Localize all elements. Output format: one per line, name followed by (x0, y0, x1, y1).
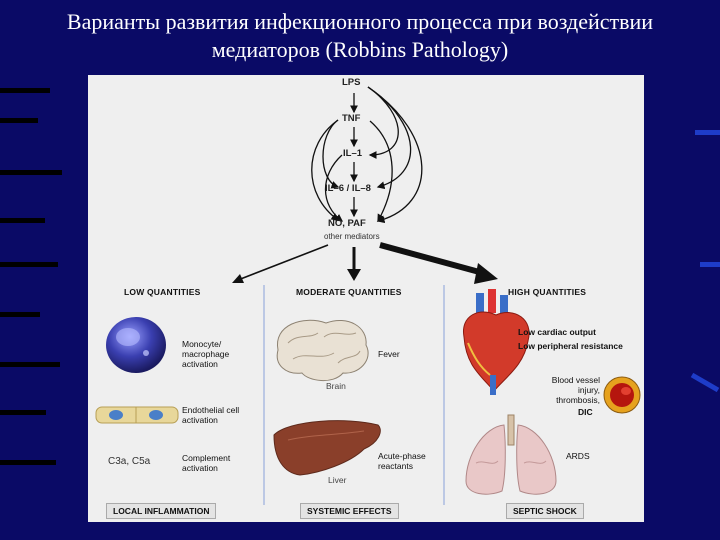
mediator-lps: LPS (342, 77, 361, 88)
complement-label: Complement activation (182, 453, 231, 473)
endothelial-label: Endothelial cell activation (182, 405, 240, 425)
footer-systemic-effects: SYSTEMIC EFFECTS (300, 503, 399, 519)
lungs-illustration (465, 414, 557, 495)
blood-vessel-illustration (603, 376, 641, 414)
decor-stripe (0, 218, 45, 223)
decor-stripe (0, 118, 38, 123)
liver-illustration (273, 420, 381, 476)
title-line-1: Варианты развития инфекционного процесса… (66, 9, 654, 34)
decor-stripe (0, 312, 40, 317)
ards-label: ARDS (566, 451, 590, 461)
low-cardiac-output-label: Low cardiac output (518, 327, 596, 337)
slide-title: Варианты развития инфекционного процесса… (0, 8, 720, 64)
decor-stripe (690, 372, 720, 393)
monocyte-illustration (106, 317, 166, 373)
decor-stripe (0, 362, 60, 367)
brain-label: Brain (326, 381, 346, 391)
mediator-il6-il8: IL–6 / IL–8 (325, 183, 371, 194)
other-mediators-label: other mediators (324, 232, 380, 241)
liver-label: Liver (328, 475, 347, 485)
decor-stripe (695, 130, 720, 135)
dic-label: DIC (578, 407, 593, 417)
section-moderate-quantities: MODERATE QUANTITIES (296, 287, 402, 297)
mediator-no-paf: NO, PAF (328, 218, 366, 229)
decor-stripe (0, 170, 62, 175)
footer-septic-shock: SEPTIC SHOCK (506, 503, 584, 519)
endothelial-cells-illustration (95, 406, 179, 424)
mediator-il1: IL–1 (343, 148, 363, 159)
decor-stripe (0, 460, 56, 465)
vessel-injury-label: Blood vessel injury, thrombosis, (551, 375, 600, 405)
c3a-c5a-label: C3a, C5a (108, 456, 151, 467)
mediator-tnf: TNF (342, 113, 361, 124)
section-low-quantities: LOW QUANTITIES (124, 287, 201, 297)
monocyte-label: Monocyte/ macrophage activation (182, 339, 230, 369)
acute-phase-label: Acute-phase reactants (378, 451, 426, 471)
fever-label: Fever (378, 349, 400, 359)
title-line-2: медиаторов (Robbins Pathology) (211, 37, 509, 62)
section-high-quantities: HIGH QUANTITIES (508, 287, 587, 297)
diagram-graphics (95, 86, 641, 505)
decor-stripe (0, 262, 58, 267)
footer-local-inflammation: LOCAL INFLAMMATION (106, 503, 217, 519)
decor-stripe (0, 88, 50, 93)
decor-stripe (0, 410, 46, 415)
branch-arrows (232, 242, 498, 284)
pathology-figure: LPS TNF IL–1 IL–6 / IL–8 NO, PAF other m… (88, 75, 644, 522)
heart-illustration (463, 289, 530, 395)
low-peripheral-resistance-label: Low peripheral resistance (518, 341, 623, 351)
decor-stripe (700, 262, 720, 267)
cascade-arrows (311, 86, 423, 224)
brain-illustration (276, 319, 369, 381)
